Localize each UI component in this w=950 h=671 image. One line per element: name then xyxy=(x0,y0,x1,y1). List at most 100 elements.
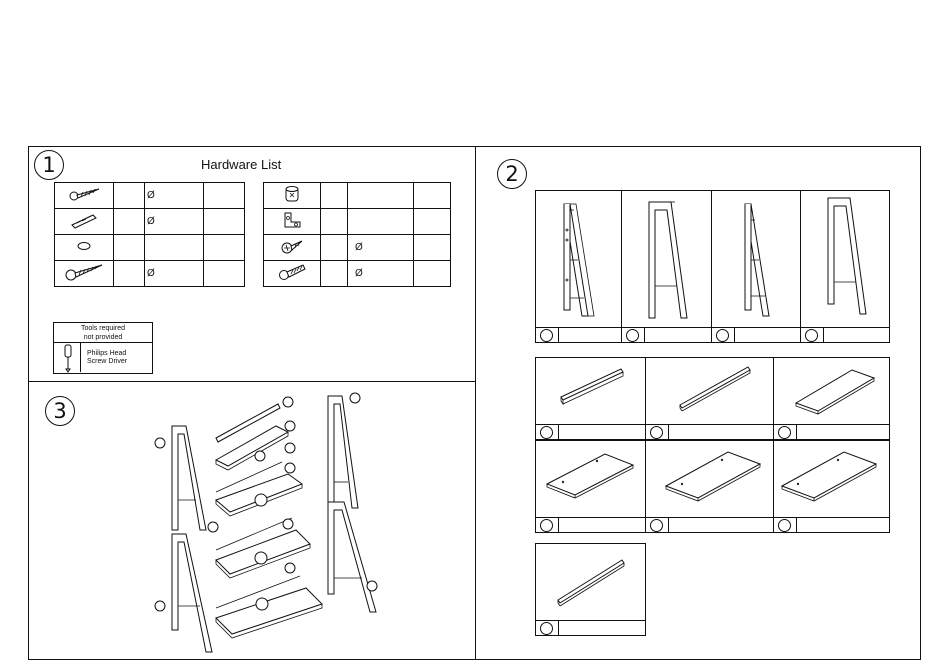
part-label-frame-d xyxy=(800,327,890,343)
wooden-dowel-icon xyxy=(69,212,99,228)
short-screw-icon xyxy=(280,238,304,254)
hardware-table-right: Ø Ø xyxy=(263,182,451,287)
hardware-qty xyxy=(114,235,145,261)
part-id-circle xyxy=(650,426,663,439)
grid-line xyxy=(711,190,712,343)
part-id-circle xyxy=(540,329,553,342)
hardware-qty xyxy=(114,261,145,287)
hardware-list-title: Hardware List xyxy=(201,157,281,172)
hardware-extra xyxy=(414,183,451,209)
hardware-row: Ø xyxy=(55,183,245,209)
l-bracket-icon xyxy=(282,211,302,229)
part-label-back-rail xyxy=(535,620,646,636)
step-3-number: 3 xyxy=(45,396,75,426)
hardware-extra xyxy=(204,261,245,287)
callout-circle xyxy=(285,563,295,573)
grid-line xyxy=(535,440,890,441)
hardware-size xyxy=(348,183,414,209)
part-id-circle xyxy=(778,426,791,439)
hardware-qty xyxy=(321,235,348,261)
washer-icon xyxy=(76,241,92,251)
hardware-extra xyxy=(414,209,451,235)
callout-circle xyxy=(155,438,165,448)
shelf-3 xyxy=(216,518,310,578)
grid-line xyxy=(773,357,774,533)
part-id-circle xyxy=(650,519,663,532)
label-separator xyxy=(796,518,797,532)
hardware-qty xyxy=(321,209,348,235)
label-separator xyxy=(558,518,559,532)
callout-circle xyxy=(283,519,293,529)
side-frame-a xyxy=(558,200,598,320)
part-label-frame-a xyxy=(535,327,622,343)
part-id-circle xyxy=(540,426,553,439)
hardware-row xyxy=(55,235,245,261)
step-1-number: 1 xyxy=(34,150,64,180)
hardware-row: Ø xyxy=(264,235,451,261)
hardware-size: Ø xyxy=(145,261,204,287)
hardware-icon-cell xyxy=(264,183,321,209)
tools-header: Tools required not provided xyxy=(54,323,152,343)
callout-circle xyxy=(367,581,377,591)
hardware-icon-cell xyxy=(264,261,321,287)
part-id-circle xyxy=(626,329,639,342)
shelf-large-a xyxy=(664,450,764,506)
label-separator xyxy=(796,425,797,439)
column-divider xyxy=(475,146,476,660)
hardware-extra xyxy=(204,183,245,209)
step-divider xyxy=(28,381,475,382)
left-upper-frame xyxy=(172,426,206,530)
hardware-icon-cell xyxy=(55,183,114,209)
shelf-large-b xyxy=(780,450,880,506)
hardware-row: Ø xyxy=(55,209,245,235)
callout-circle xyxy=(155,601,165,611)
label-separator xyxy=(823,328,824,342)
label-separator xyxy=(558,425,559,439)
shelf-small xyxy=(794,368,876,418)
side-frame-b xyxy=(645,198,689,322)
right-lower-frame xyxy=(328,502,376,612)
grid-line xyxy=(645,357,646,533)
label-separator xyxy=(668,518,669,532)
hardware-row: Ø xyxy=(264,261,451,287)
part-id-circle xyxy=(805,329,818,342)
cam-lock-icon xyxy=(284,185,300,203)
part-id-circle xyxy=(540,519,553,532)
label-separator xyxy=(558,328,559,342)
exploded-assembly-diagram xyxy=(150,390,450,660)
part-label-rail-a xyxy=(535,424,646,440)
part-label-shelf-d xyxy=(773,517,890,533)
hardware-icon-cell xyxy=(55,261,114,287)
hardware-size: Ø xyxy=(348,261,414,287)
right-upper-frame xyxy=(328,396,358,508)
callout-circle xyxy=(208,522,218,532)
hardware-extra xyxy=(204,235,245,261)
hardware-size: Ø xyxy=(145,183,204,209)
tools-separator xyxy=(80,343,81,372)
hardware-extra xyxy=(204,209,245,235)
tools-required-box: Tools required not provided Philips Head… xyxy=(53,322,153,374)
hardware-icon-cell xyxy=(264,209,321,235)
callout-circle xyxy=(285,463,295,473)
part-label-rail-b xyxy=(645,424,774,440)
part-id-circle xyxy=(778,519,791,532)
part-label-frame-c xyxy=(711,327,801,343)
left-lower-frame xyxy=(172,534,212,652)
hardware-size xyxy=(145,235,204,261)
hardware-extra xyxy=(414,235,451,261)
label-separator xyxy=(734,328,735,342)
back-rail xyxy=(556,558,628,608)
shelf-4 xyxy=(216,576,322,638)
label-separator xyxy=(558,621,559,635)
hardware-qty xyxy=(114,183,145,209)
callout-circle xyxy=(350,393,360,403)
hardware-row xyxy=(264,209,451,235)
part-label-shelf-c xyxy=(645,517,774,533)
hardware-qty xyxy=(321,183,348,209)
side-frame-d xyxy=(824,194,868,318)
part-label-shelf-b xyxy=(535,517,646,533)
wall-anchor-icon xyxy=(277,263,307,281)
rail-a xyxy=(559,367,629,407)
part-label-frame-b xyxy=(621,327,712,343)
side-frame-c xyxy=(739,200,775,320)
